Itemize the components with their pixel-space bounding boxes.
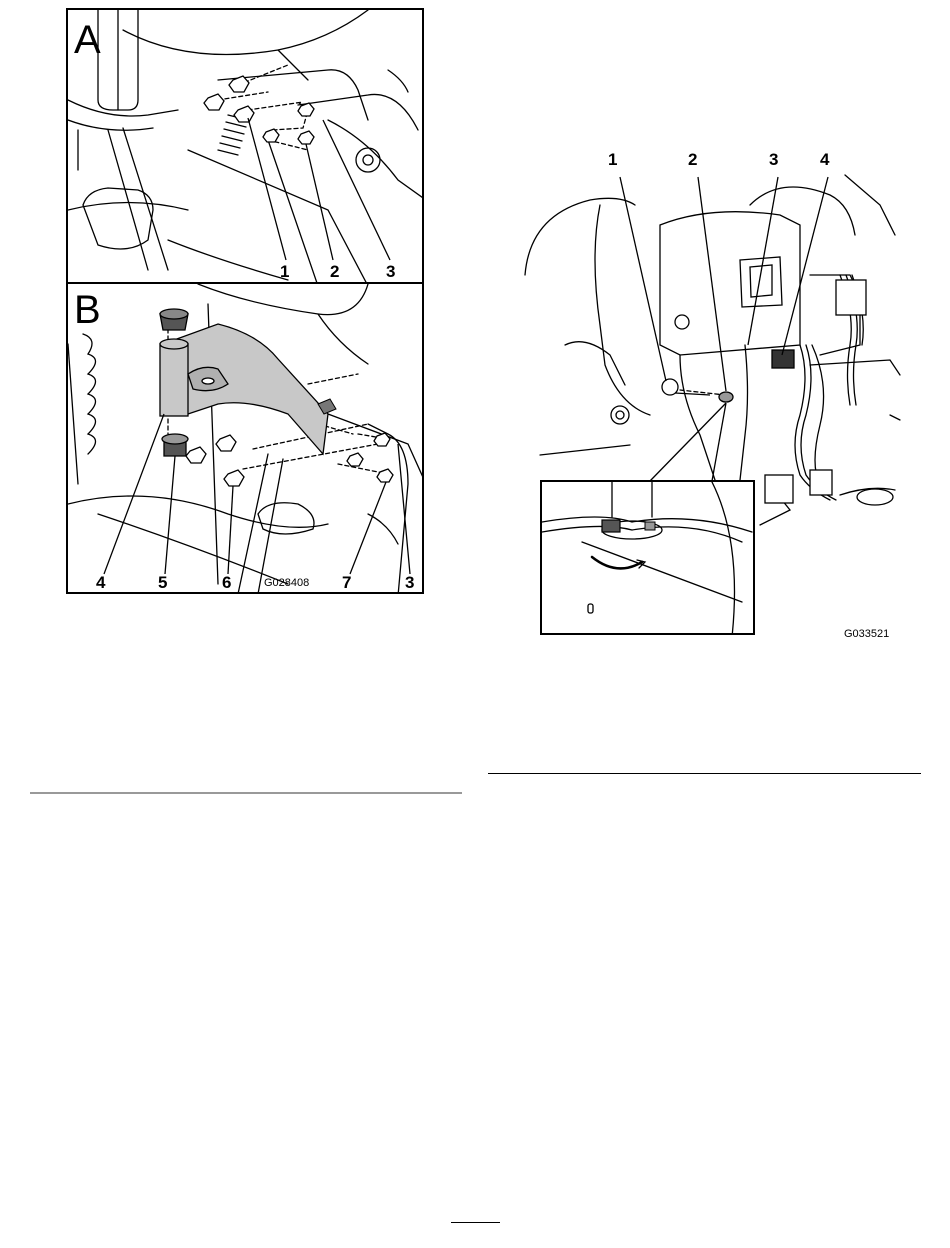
detail-inset <box>540 480 755 635</box>
callout-r-3: 3 <box>769 151 778 168</box>
panel-b-letter: B <box>74 290 101 330</box>
rule-right <box>488 773 921 774</box>
callout-b-6: 6 <box>222 574 231 591</box>
figure-left: A 1 2 3 <box>66 8 426 594</box>
figure-right: 1 2 3 4 G033521 <box>510 145 900 645</box>
graphic-id-right: G033521 <box>844 629 889 640</box>
panel-a: A 1 2 3 <box>66 8 424 284</box>
panel-a-letter: A <box>74 20 101 60</box>
callout-a-2: 2 <box>330 263 339 280</box>
callout-r-4: 4 <box>820 151 829 168</box>
callout-r-1: 1 <box>608 151 617 168</box>
graphic-id-left: G028408 <box>264 578 309 589</box>
callout-b-7: 7 <box>342 574 351 591</box>
detail-inset-illustration <box>542 482 755 635</box>
callout-a-3: 3 <box>386 263 395 280</box>
callout-b-3: 3 <box>405 574 414 591</box>
callout-b-5: 5 <box>158 574 167 591</box>
callout-b-4: 4 <box>96 574 105 591</box>
rule-left <box>30 792 462 794</box>
panel-a-illustration <box>68 10 424 284</box>
panel-b-illustration <box>68 284 424 594</box>
callout-r-2: 2 <box>688 151 697 168</box>
footer-rule <box>451 1222 500 1223</box>
callout-a-1: 1 <box>280 263 289 280</box>
panel-b: B 4 5 6 G028408 7 3 <box>66 282 424 594</box>
